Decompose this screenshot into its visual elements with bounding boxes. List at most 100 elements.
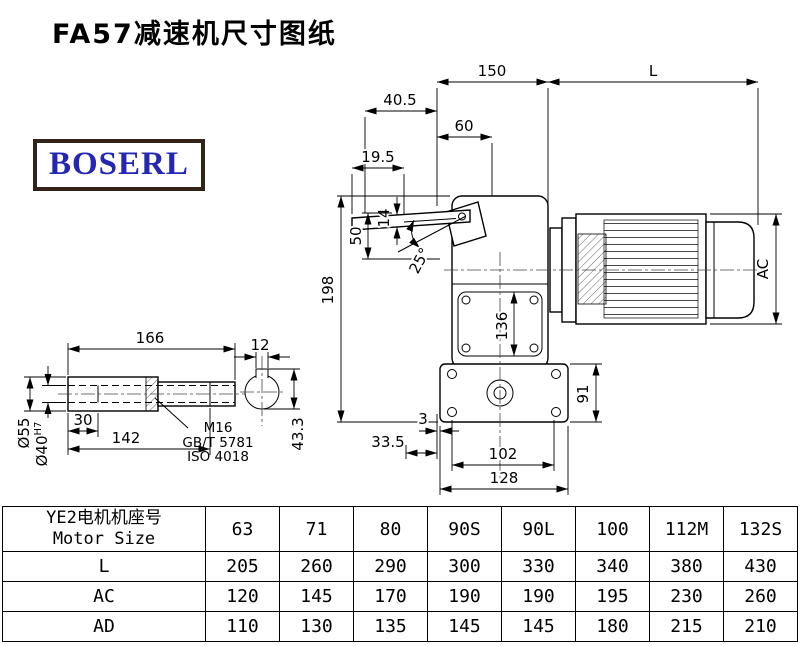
dim-150: 150 [436, 60, 549, 216]
dim-label-dia-40: Ø40 [33, 435, 51, 466]
dim-142: 142 [68, 408, 211, 455]
size-col-header: 112M [649, 506, 724, 552]
size-col-header: 132S [723, 506, 798, 552]
dim-91: 91 [570, 363, 602, 423]
centerlines [444, 252, 766, 478]
flange-bolt [551, 369, 561, 379]
gearbox-main-view [351, 195, 569, 423]
header-line-cn: YE2电机机座号 [46, 508, 162, 528]
table-cell: 300 [427, 551, 502, 582]
table-cell: 120 [205, 581, 280, 612]
size-col-header: 71 [279, 506, 354, 552]
cover-bolt [461, 295, 471, 305]
dim-label-30: 30 [73, 411, 92, 429]
flange-bolt [447, 407, 457, 417]
dim-label-14: 14 [375, 208, 393, 227]
dim-136: 136 [491, 292, 518, 356]
table-cell: 145 [501, 611, 576, 642]
dim-40-5: 40.5 [364, 89, 437, 213]
size-col-header: 100 [575, 506, 650, 552]
dim-33-5: 33.5 [369, 431, 437, 459]
motor-view [549, 213, 755, 325]
dim-label-dia-55: Ø55 [15, 418, 33, 449]
flange-bolt [551, 407, 561, 417]
dim-60: 60 [437, 115, 493, 196]
dim-label-12: 12 [250, 336, 269, 354]
size-col-header: 90S [427, 506, 502, 552]
table-cell: 190 [427, 581, 502, 612]
dim-30: 30 [67, 409, 99, 455]
table-row-AD: AD 110 130 135 145 145 180 215 210 [2, 611, 798, 642]
dim-AC: AC [710, 213, 782, 325]
dim-3: 3 [416, 408, 459, 459]
table-cell: 210 [723, 611, 798, 642]
table-cell: 260 [723, 581, 798, 612]
table-cell: 340 [575, 551, 650, 582]
dim-label-91: 91 [574, 384, 592, 403]
motor-size-table: YE2电机机座号 Motor Size 63 71 80 90S 90L 100… [2, 506, 798, 642]
dim-label-33-5: 33.5 [371, 433, 404, 451]
dim-dia-55: Ø55 [13, 376, 66, 450]
dim-label-60: 60 [454, 117, 473, 135]
dim-128: 128 [439, 426, 569, 495]
dim-label-136: 136 [493, 312, 511, 341]
label-m16: M16 [204, 420, 233, 436]
dim-19-5: 19.5 [351, 146, 405, 214]
motor-size-header-cell: YE2电机机座号 Motor Size [2, 506, 206, 552]
brand-logo: BOSERL [33, 139, 205, 191]
size-col-header: 90L [501, 506, 576, 552]
dim-label-3: 3 [418, 410, 428, 428]
dim-label-198: 198 [319, 276, 337, 305]
cover-bolt [461, 343, 471, 353]
dim-50: 50 [345, 212, 440, 260]
table-cell: 135 [353, 611, 428, 642]
dim-label-AC: AC [754, 259, 772, 279]
dim-label-25deg: 25° [405, 245, 433, 277]
table-cell: 145 [279, 581, 354, 612]
table-cell: 205 [205, 551, 280, 582]
table-cell: 330 [501, 551, 576, 582]
dim-L: L [548, 60, 759, 225]
header-line-en: Motor Size [52, 529, 156, 549]
cover-bolt [529, 295, 539, 305]
table-row-L: L 205 260 290 300 330 340 380 430 [2, 551, 798, 582]
label-iso-4018: ISO 4018 [187, 449, 249, 465]
table-cell: 230 [649, 581, 724, 612]
dim-12: 12 [234, 334, 290, 368]
size-col-header: 63 [205, 506, 280, 552]
motor-stator-hatch [577, 233, 607, 305]
table-header-row: YE2电机机座号 Motor Size 63 71 80 90S 90L 100… [2, 506, 798, 552]
technical-drawing: 150 L 40.5 60 19.5 14 [13, 60, 782, 495]
table-cell: 215 [649, 611, 724, 642]
shaft-detail-view: M16 GB/T 5781 ISO 4018 166 30 142 [13, 327, 255, 468]
dim-25deg: 25° [403, 243, 435, 279]
motor-fins [603, 219, 699, 319]
dim-label-43-3: 43.3 [289, 417, 307, 450]
row-label: AD [2, 611, 206, 642]
flange-bolt [447, 369, 457, 379]
table-cell: 180 [575, 611, 650, 642]
dim-label-19-5: 19.5 [361, 148, 394, 166]
table-cell: 130 [279, 611, 354, 642]
dim-198: 198 [317, 195, 450, 423]
table-cell: 260 [279, 551, 354, 582]
dim-label-50: 50 [347, 226, 365, 245]
angle-arc [406, 219, 421, 249]
output-flange [439, 363, 569, 423]
dim-label-h7-sup: H7 [33, 422, 44, 436]
dim-166: 166 [67, 327, 236, 380]
row-label: L [2, 551, 206, 582]
cover-bolt [529, 343, 539, 353]
table-cell: 380 [649, 551, 724, 582]
table-cell: 190 [501, 581, 576, 612]
table-cell: 110 [205, 611, 280, 642]
row-label: AC [2, 581, 206, 612]
dim-label-dia-40h7: Ø40H7 [33, 422, 51, 467]
size-col-header: 80 [353, 506, 428, 552]
keyway-mask [256, 368, 268, 378]
table-row-AC: AC 120 145 170 190 190 195 230 260 [2, 581, 798, 612]
dim-43-3: 43.3 [264, 368, 309, 453]
dim-label-40-5: 40.5 [383, 91, 416, 109]
dim-label-142: 142 [112, 429, 141, 447]
